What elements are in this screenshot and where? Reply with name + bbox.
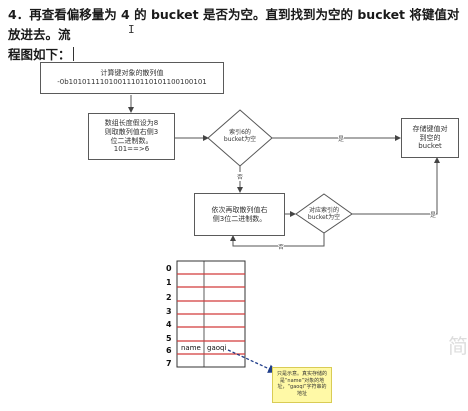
paragraph-line-1: 4．再查看偏移量为 4 的 bucket 是否为空。直到找到为空的 bucket… (8, 7, 460, 42)
note-pointer (227, 349, 278, 373)
index-box-line1: 数组长度假设为8 (104, 119, 159, 127)
check1-line2: bucket为空 (223, 136, 257, 144)
hash-box-line1: 计算键对象的散列值 (100, 69, 164, 78)
row-index-3: 3 (166, 307, 172, 316)
check2-line2: bucket为空 (307, 214, 341, 222)
next-bits-box: 依次再取散列值右 侧3位二进制数。 (194, 193, 285, 236)
next-box-line2: 侧3位二进制数。 (212, 214, 267, 223)
text-caret (72, 47, 74, 61)
row-index-5: 5 (166, 334, 172, 343)
table-value-cell: gaoqi (207, 344, 227, 352)
instruction-paragraph: 4．再查看偏移量为 4 的 bucket 是否为空。直到找到为空的 bucket… (8, 5, 460, 65)
row-index-2: 2 (166, 293, 172, 302)
index-box-line4: 101==>6 (113, 145, 150, 154)
decision-diamond-2 (295, 193, 353, 234)
decision-1-label: 索引6的 bucket为空 (214, 129, 266, 143)
index-box-line3: 位二进制数。 (110, 136, 153, 145)
check1-line1: 索引6的 (229, 129, 251, 136)
decision-diamond-1 (207, 109, 273, 167)
row-index-0: 0 (166, 264, 172, 273)
no-label-2: 否 (278, 242, 285, 251)
decision-2-label: 对应索引的 bucket为空 (300, 207, 348, 221)
index-calc-box: 数组长度假设为8 则取散列值右侧3 位二进制数。 101==>6 (88, 113, 175, 160)
yes-label-1: 是 (338, 134, 345, 143)
store-box-line2: 到空的 (419, 133, 441, 142)
row-index-7: 7 (166, 359, 172, 368)
no-label-1: 否 (237, 172, 244, 181)
ibeam-cursor-icon: I (128, 23, 135, 36)
check2-line1: 对应索引的 (308, 207, 339, 214)
row-index-6: 6 (166, 346, 172, 355)
hash-value-box: 计算键对象的散列值 -0b101011110100111011010110010… (40, 62, 224, 94)
watermark-logo: 简 (448, 334, 468, 358)
store-bucket-box: 存储键值对 到空的 bucket (401, 118, 459, 158)
paragraph-line-2-text: 程图如下： (8, 47, 71, 62)
yes-label-2: 是 (430, 210, 437, 219)
store-box-line3: bucket (418, 142, 442, 151)
index-box-line2: 则取散列值右侧3 (104, 127, 159, 136)
bucket-table-grid (176, 260, 246, 368)
next-box-line1: 依次再取散列值右 (211, 205, 268, 214)
row-index-4: 4 (166, 320, 172, 329)
store-box-line1: 存储键值对 (412, 124, 448, 133)
table-key-cell: name (181, 344, 201, 352)
edge-check2-to-store (352, 157, 440, 215)
row-index-1: 1 (166, 278, 172, 287)
hash-box-line2: -0b1010111101001110110101100100101 (57, 78, 207, 86)
paragraph-line-2: 程图如下： (8, 45, 460, 65)
sticky-note: 只是示意。真实存储的是“name”对象的地址，“gaoqi”字符串的地址 (272, 367, 332, 403)
